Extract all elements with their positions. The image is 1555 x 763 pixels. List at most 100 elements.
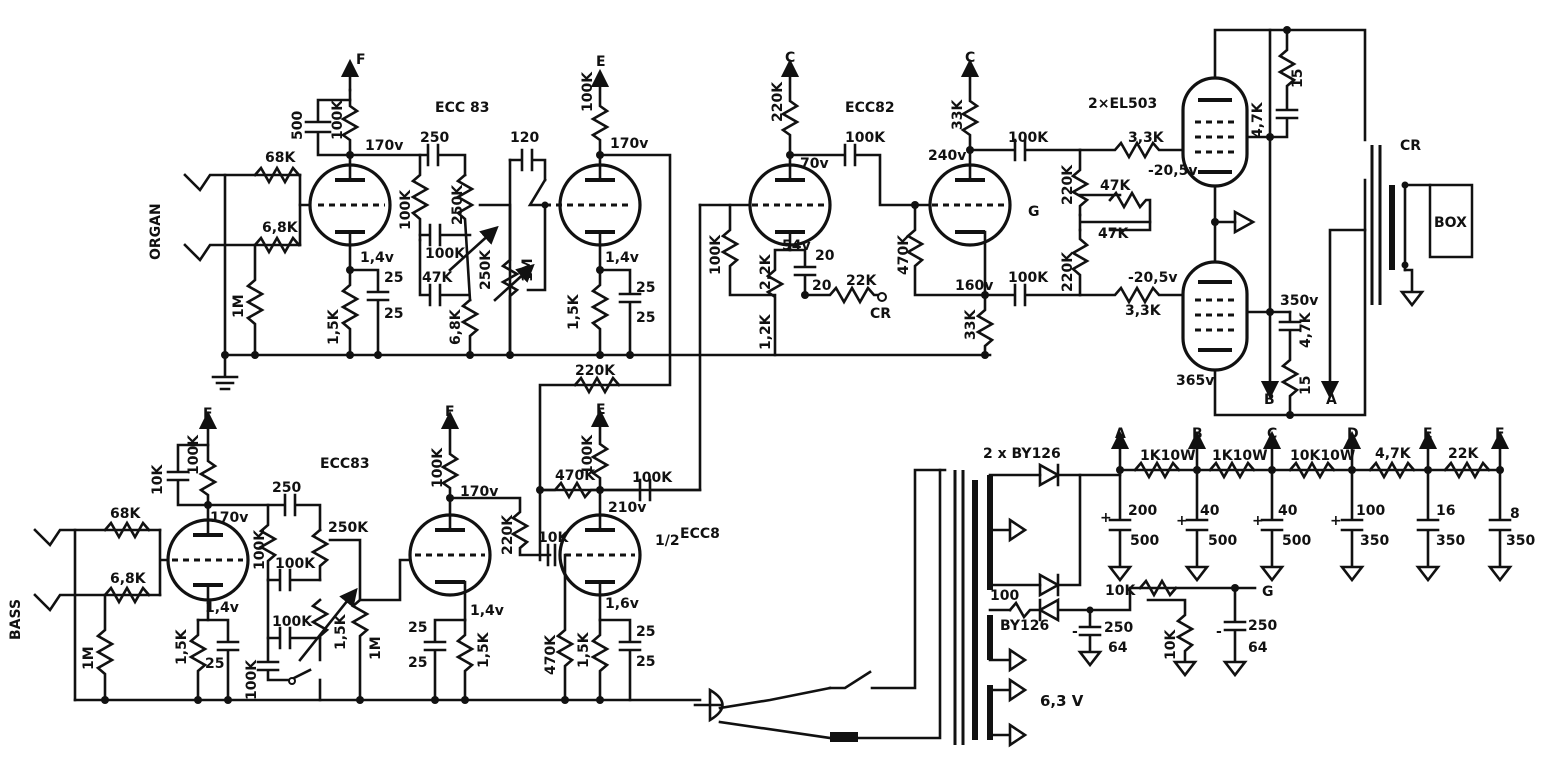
label-c: C bbox=[1267, 426, 1277, 442]
r-220k-2: 220K bbox=[770, 81, 786, 122]
r-100k-8: 100K bbox=[1008, 270, 1049, 286]
label-rail-e-top: E bbox=[596, 54, 606, 70]
minus-1: - bbox=[1072, 624, 1078, 640]
r-1m-bass: 1M bbox=[81, 646, 97, 670]
label-rail-f-bass-1: F bbox=[203, 406, 213, 422]
r-100k-bass-7: 100K bbox=[580, 434, 596, 475]
plus-2: + bbox=[1176, 513, 1188, 529]
r-1k10w-2: 1K10W bbox=[1212, 448, 1268, 464]
c-25-bass-1: 25 bbox=[205, 656, 224, 672]
label-rail-b-out: B bbox=[1264, 392, 1275, 408]
r-470k-bass-2: 470K bbox=[543, 634, 559, 675]
r-68k-2: 6,8K bbox=[262, 220, 299, 236]
r-100k-bass-8: 100K bbox=[632, 470, 673, 486]
power-supply bbox=[693, 430, 1513, 748]
label-ecc83-top: ECC 83 bbox=[435, 100, 489, 116]
r-220k-1: 220K bbox=[575, 363, 616, 379]
label-rail-a-out: A bbox=[1326, 392, 1337, 408]
c-350-1: 350 bbox=[1360, 533, 1389, 549]
v-170-4: 170v bbox=[460, 484, 498, 500]
v-m205-b: -20,5v bbox=[1128, 270, 1177, 286]
c-25-bass-5: 25 bbox=[636, 654, 655, 670]
c-25-4: 25 bbox=[636, 310, 655, 326]
r-47k-3: 47K bbox=[1098, 226, 1129, 242]
r-100k-5: 100K bbox=[845, 130, 886, 146]
c-200: 200 bbox=[1128, 503, 1157, 519]
r-68k-bass-2: 6,8K bbox=[110, 571, 147, 587]
label-g-psu: G bbox=[1262, 584, 1274, 600]
c-500: 500 bbox=[290, 111, 306, 140]
r-1m: 1M bbox=[231, 294, 247, 318]
label-rect-top: 2 x BY126 bbox=[983, 446, 1061, 462]
label-rail-g: G bbox=[1028, 204, 1040, 220]
r-33k-b1: 3,3K bbox=[1128, 130, 1165, 146]
r-250k-2: 250K bbox=[478, 249, 494, 290]
r-33k-1: 33K bbox=[950, 99, 966, 130]
label-rail-f-bass-2: F bbox=[445, 404, 455, 420]
v-210: 210v bbox=[608, 500, 646, 516]
minus-2: - bbox=[1216, 624, 1222, 640]
r-15k-bass-2: 1,5K bbox=[333, 613, 349, 650]
r-22k-psu: 22K bbox=[1448, 446, 1479, 462]
v-54: 54v bbox=[782, 238, 811, 254]
output-stage bbox=[1070, 26, 1474, 419]
v-170-1: 170v bbox=[365, 138, 403, 154]
r-15k-bass-3: 1,5K bbox=[476, 631, 492, 668]
r-100k-bass-3: 100K bbox=[275, 556, 316, 572]
c-500-psu-3: 500 bbox=[1282, 533, 1311, 549]
label-f: F bbox=[1495, 426, 1505, 442]
label-half: 1/2 bbox=[655, 533, 680, 549]
r-10k-psu: 10K bbox=[1105, 583, 1136, 599]
r-100k-bass-2: 100K bbox=[252, 529, 268, 570]
c-250-psu-2: 250 bbox=[1248, 618, 1277, 634]
r-10k10w: 10K10W bbox=[1290, 448, 1355, 464]
r-68k-bass: 68K bbox=[110, 506, 141, 522]
c-64-1: 64 bbox=[1108, 640, 1128, 656]
label-ecc82: ECC82 bbox=[845, 100, 895, 116]
r-100k-7: 100K bbox=[1008, 130, 1049, 146]
r-220k-bass: 220K bbox=[500, 514, 516, 555]
label-ecc8: ECC8 bbox=[680, 526, 720, 542]
r-15k-bass: 1,5K bbox=[174, 628, 190, 665]
r-10k-psu-2: 10K bbox=[1163, 629, 1179, 660]
c-16: 16 bbox=[1436, 503, 1455, 519]
c-25-2: 25 bbox=[384, 306, 403, 322]
plus-3: + bbox=[1252, 513, 1264, 529]
r-1k10w-1: 1K10W bbox=[1140, 448, 1196, 464]
speaker-box bbox=[1428, 183, 1474, 259]
plus-1: + bbox=[1100, 510, 1112, 526]
c-100-psu: 100 bbox=[1356, 503, 1385, 519]
c-64-2: 64 bbox=[1248, 640, 1268, 656]
r-1m-2: 1M bbox=[520, 258, 536, 282]
r-100k-bass-5: 100K bbox=[244, 659, 260, 700]
c-250-1: 250 bbox=[420, 130, 449, 146]
tube-el503-bottom bbox=[1181, 260, 1249, 372]
label-box: BOX bbox=[1434, 215, 1467, 231]
c-350-2: 350 bbox=[1436, 533, 1465, 549]
r-15-1: 15 bbox=[1290, 69, 1306, 88]
r-15k-bass-4: 1,5K bbox=[576, 631, 592, 668]
v-170-2: 170v bbox=[610, 136, 648, 152]
r-100k-1: 100K bbox=[330, 99, 346, 140]
c-25-1: 25 bbox=[384, 270, 403, 286]
r-100-psu: 100 bbox=[990, 588, 1019, 604]
c-40-1: 40 bbox=[1200, 503, 1220, 519]
r-100k-4: 100K bbox=[580, 71, 596, 112]
r-470k-bass: 470K bbox=[555, 468, 596, 484]
r-10k-bass-2: 10K bbox=[538, 530, 569, 546]
label-a: A bbox=[1115, 426, 1126, 442]
label-rect-bottom: BY126 bbox=[1000, 618, 1049, 634]
r-68k: 68K bbox=[265, 150, 296, 166]
v-240: 240v bbox=[928, 148, 966, 164]
label-rail-e-bass: E bbox=[596, 402, 606, 418]
v-14-2: 1,4v bbox=[605, 250, 639, 266]
label-cr: CR bbox=[870, 306, 891, 322]
c-25-bass-2: 25 bbox=[408, 620, 427, 636]
r-68k-3: 6,8K bbox=[448, 308, 464, 345]
r-470k-1: 470K bbox=[896, 234, 912, 275]
v-160: 160v bbox=[955, 278, 993, 294]
r-33k-2: 33K bbox=[963, 309, 979, 340]
v-365: 365v bbox=[1176, 373, 1214, 389]
c-120: 120 bbox=[510, 130, 539, 146]
